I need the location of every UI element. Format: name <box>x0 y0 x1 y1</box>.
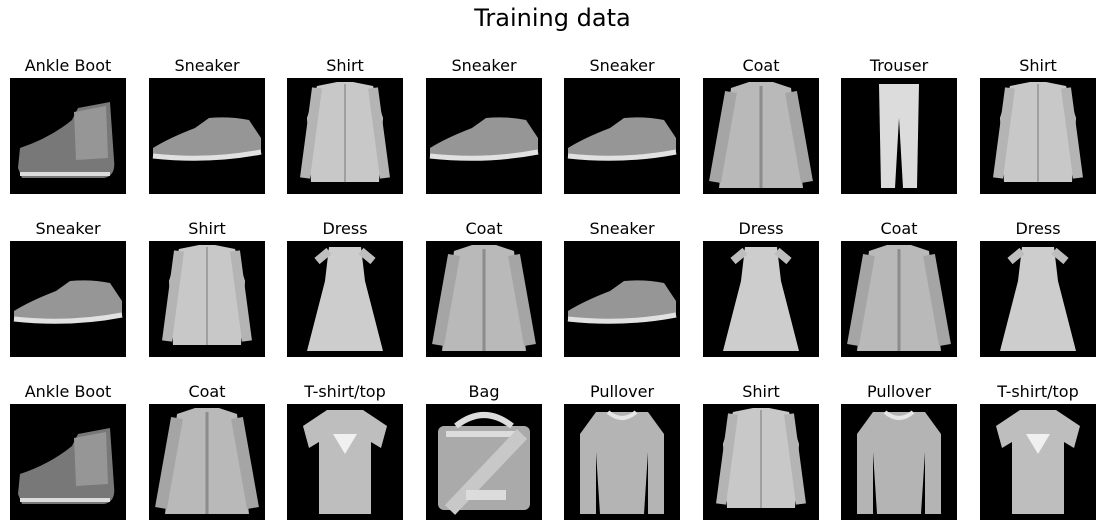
image-label: Coat <box>188 382 226 401</box>
image-label: Trouser <box>869 56 929 75</box>
clothing-image <box>426 404 542 520</box>
clothing-image <box>10 78 126 194</box>
image-panel: Dress <box>703 219 819 360</box>
image-label: Dress <box>738 219 784 238</box>
image-panel: Coat <box>426 219 542 360</box>
image-panel: Ankle Boot <box>10 382 126 523</box>
image-panel: Shirt <box>703 382 819 523</box>
image-label: T-shirt/top <box>997 382 1079 401</box>
image-label: Coat <box>880 219 918 238</box>
image-panel: Trouser <box>841 56 957 197</box>
clothing-image <box>149 404 265 520</box>
image-label: Coat <box>742 56 780 75</box>
image-panel: Sneaker <box>149 56 265 197</box>
clothing-image <box>149 241 265 357</box>
clothing-image <box>980 78 1096 194</box>
clothing-image <box>564 404 680 520</box>
clothing-image <box>564 241 680 357</box>
image-panel: Pullover <box>564 382 680 523</box>
clothing-image <box>10 241 126 357</box>
clothing-image <box>703 241 819 357</box>
clothing-image <box>841 241 957 357</box>
clothing-image <box>287 78 403 194</box>
image-panel: Shirt <box>287 56 403 197</box>
image-label: Sneaker <box>35 219 101 238</box>
clothing-image <box>564 78 680 194</box>
clothing-image <box>149 78 265 194</box>
image-panel: Sneaker <box>564 56 680 197</box>
image-panel: T-shirt/top <box>980 382 1096 523</box>
image-label: Sneaker <box>589 219 655 238</box>
clothing-image <box>841 78 957 194</box>
image-panel: Shirt <box>149 219 265 360</box>
clothing-image <box>287 404 403 520</box>
clothing-image <box>287 241 403 357</box>
image-panel: Coat <box>841 219 957 360</box>
image-panel: Coat <box>703 56 819 197</box>
image-label: Sneaker <box>589 56 655 75</box>
image-label: Shirt <box>188 219 226 238</box>
image-panel: Dress <box>287 219 403 360</box>
image-panel: Sneaker <box>10 219 126 360</box>
clothing-image <box>10 404 126 520</box>
image-label: Shirt <box>326 56 364 75</box>
figure-title: Training data <box>474 4 631 32</box>
image-label: Shirt <box>1019 56 1057 75</box>
image-label: Dress <box>322 219 368 238</box>
image-label: Pullover <box>589 382 655 401</box>
image-label: Ankle Boot <box>24 382 112 401</box>
image-label: Dress <box>1015 219 1061 238</box>
clothing-image <box>703 404 819 520</box>
clothing-image <box>841 404 957 520</box>
image-label: Sneaker <box>451 56 517 75</box>
image-label: Bag <box>468 382 500 401</box>
image-panel: Coat <box>149 382 265 523</box>
image-label: Shirt <box>742 382 780 401</box>
image-label: Sneaker <box>174 56 240 75</box>
image-panel: Bag <box>426 382 542 523</box>
image-panel: Shirt <box>980 56 1096 197</box>
image-panel: Sneaker <box>426 56 542 197</box>
clothing-image <box>703 78 819 194</box>
image-panel: Pullover <box>841 382 957 523</box>
image-panel: T-shirt/top <box>287 382 403 523</box>
image-label: T-shirt/top <box>304 382 386 401</box>
image-panel: Sneaker <box>564 219 680 360</box>
clothing-image <box>426 78 542 194</box>
clothing-image <box>426 241 542 357</box>
clothing-image <box>980 404 1096 520</box>
image-label: Coat <box>465 219 503 238</box>
image-panel: Ankle Boot <box>10 56 126 197</box>
image-label: Pullover <box>866 382 932 401</box>
image-label: Ankle Boot <box>24 56 112 75</box>
clothing-image <box>980 241 1096 357</box>
image-panel: Dress <box>980 219 1096 360</box>
